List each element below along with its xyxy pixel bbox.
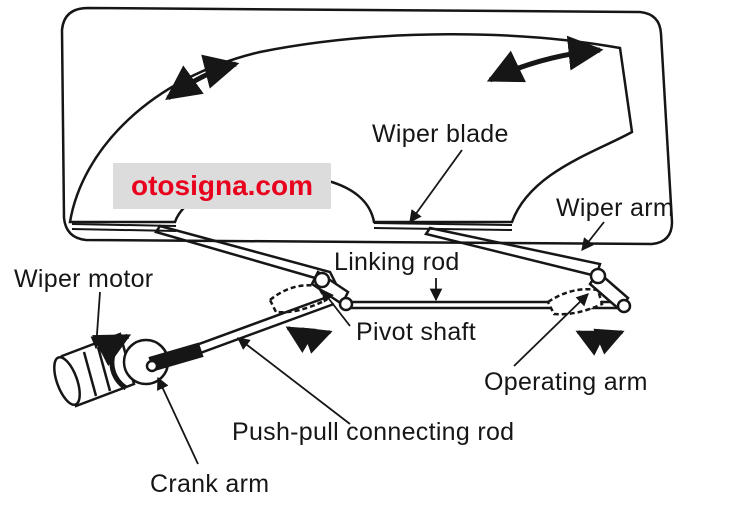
right-pivot-housing: [546, 288, 604, 316]
crank-rotation-arrow: [91, 333, 132, 391]
label-wiper-motor: Wiper motor: [14, 265, 153, 293]
windshield-outline: [60, 6, 674, 246]
left-pivot-shaft: [313, 271, 331, 289]
label-crank-arm: Crank arm: [150, 470, 269, 498]
sweep-arrows: [165, 35, 604, 101]
label-operating-arm: Operating arm: [484, 368, 648, 396]
leader-crank-arm: [157, 376, 199, 465]
right-pivot: [546, 267, 632, 316]
right-sweep-arrow: [486, 35, 604, 83]
leader-pivot-shaft: [321, 289, 351, 327]
leader-wiper-arm: [581, 221, 605, 251]
label-wiper-arm: Wiper arm: [556, 194, 674, 222]
leader-operating-arm: [513, 293, 589, 367]
wiper-blades: [71, 222, 513, 232]
label-linking-rod: Linking rod: [334, 248, 460, 276]
leader-push-pull-rod: [237, 337, 351, 425]
left-link-joint: [338, 296, 354, 312]
label-push-pull-connecting-rod: Push-pull connecting rod: [232, 418, 514, 446]
left-wiper-arm: [154, 224, 339, 286]
leader-wiper-motor: [90, 291, 104, 350]
watermark-text: otosigna.com: [130, 170, 313, 201]
right-link-joint: [616, 298, 632, 314]
leader-wiper-blade: [409, 149, 463, 224]
label-wiper-blade: Wiper blade: [372, 120, 509, 148]
left-pivot-oscillation-arrow: [285, 326, 333, 354]
watermark-banner: otosigna.com: [113, 163, 331, 209]
wiper-motor-end-cap: [53, 356, 81, 406]
right-pivot-oscillation-arrow: [575, 328, 625, 356]
right-pivot-shaft: [589, 267, 607, 285]
pivot-oscillation-arrows: [285, 326, 625, 356]
leader-lines: [90, 149, 605, 465]
wiper-motor: [53, 332, 204, 408]
left-sweep-arrow: [165, 54, 240, 101]
label-pivot-shaft: Pivot shaft: [356, 318, 476, 346]
